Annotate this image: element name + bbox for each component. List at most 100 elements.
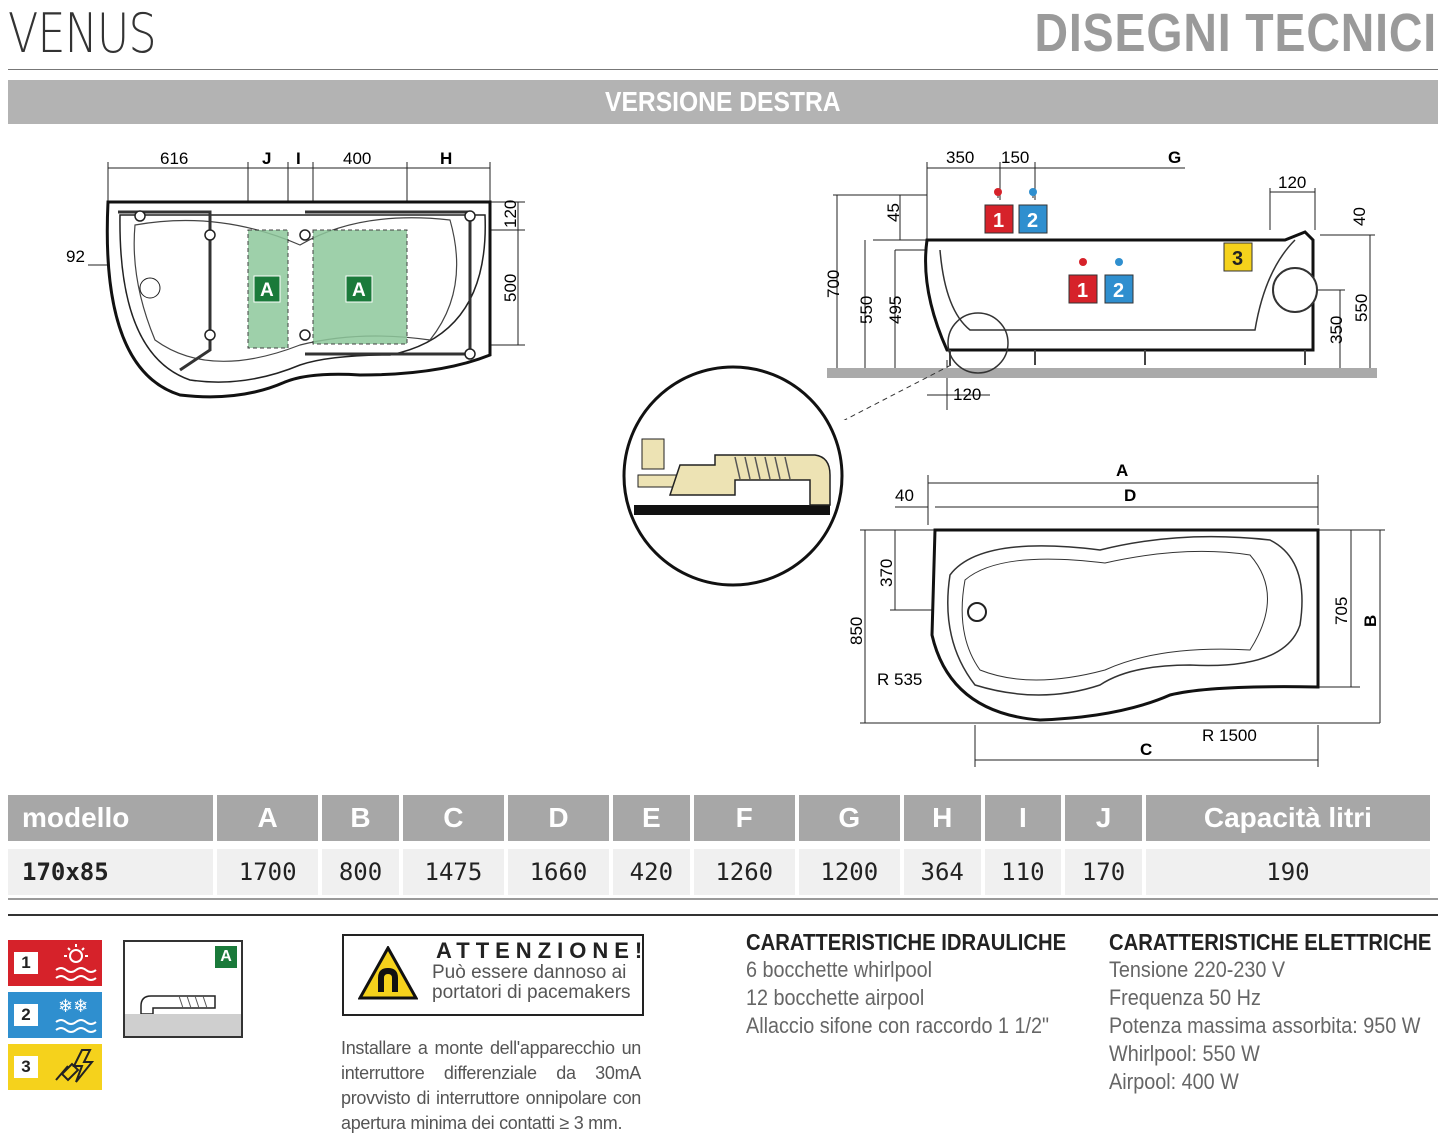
dim-92: 92: [66, 247, 85, 266]
dim-h: H: [440, 149, 452, 168]
marker-1-top: [984, 204, 1014, 234]
dim-616: 616: [160, 149, 188, 168]
cell-d: 1660: [507, 841, 610, 895]
dim-350: 350: [946, 148, 974, 167]
warning-subtitle: Può essere dannoso ai portatori di pacem…: [432, 962, 631, 1003]
cell-i: 110: [984, 841, 1062, 895]
hydraulic-title: CARATTERISTICHE IDRAULICHE: [746, 929, 1067, 955]
svg-text:1: 1: [1077, 280, 1088, 302]
cell-b: 800: [322, 841, 399, 895]
legend-electric: 3: [8, 1044, 102, 1090]
svg-text:❄❄: ❄❄: [58, 996, 88, 1016]
table-divider: [8, 898, 1438, 900]
electric-section: CARATTERISTICHE ELETTRICHE Tensione 220-…: [1109, 929, 1445, 1096]
dim-c: C: [1140, 740, 1152, 759]
electric-line-1: Tensione 220-230 V: [1109, 957, 1286, 982]
spec-table: modello A B C D E F G H I J Capacità lit…: [4, 795, 1434, 895]
marker-1-body: [1068, 274, 1098, 304]
dim-500: 500: [501, 274, 520, 302]
marker-2-top: [1018, 204, 1048, 234]
marker-2-body: [1104, 274, 1134, 304]
cell-f: 1260: [693, 841, 795, 895]
warning-magnet-icon: [358, 946, 418, 1000]
dim-r535: R 535: [877, 670, 922, 689]
electric-line-3: Potenza massima assorbita: 950 W: [1109, 1013, 1421, 1038]
hydraulic-line-3: Allaccio sifone con raccordo 1 1/2": [746, 1013, 1050, 1038]
version-band: VERSIONE DESTRA: [8, 80, 1438, 124]
hot-water-icon: [55, 944, 97, 981]
dim-120: 120: [501, 200, 520, 228]
legend-zone-box: A: [123, 940, 243, 1038]
cell-model: 170x85: [8, 841, 214, 895]
dim-850: 850: [847, 617, 866, 645]
section-divider: [8, 914, 1438, 916]
legend-cold-water: 2 ❄❄: [8, 992, 102, 1038]
col-d: D: [507, 795, 610, 841]
zone-a-label: A: [260, 280, 274, 301]
svg-text:2: 2: [1113, 280, 1124, 302]
version-label: VERSIONE DESTRA: [605, 86, 841, 117]
col-a: A: [217, 795, 319, 841]
dim-45: 45: [884, 203, 903, 222]
pipe-fitting-icon: [140, 995, 216, 1014]
dim-700: 700: [824, 270, 843, 298]
warning-title: ATTENZIONE!: [436, 938, 649, 963]
legend-zone-label: A: [215, 946, 237, 968]
dim-705: 705: [1332, 597, 1351, 625]
col-b: B: [322, 795, 399, 841]
cell-a: 1700: [217, 841, 319, 895]
side-view-drawing: 350 150 G 120 40 45 700 550 495 410 450 …: [824, 148, 1377, 420]
cell-e: 420: [613, 841, 690, 895]
cell-c: 1475: [402, 841, 504, 895]
dim-d: D: [1124, 486, 1136, 505]
dim-40: 40: [895, 486, 914, 505]
marker-3: [1223, 242, 1253, 272]
col-h: H: [903, 795, 981, 841]
model-title: VENUS: [8, 2, 157, 65]
cell-capacita: 190: [1145, 841, 1430, 895]
electric-line-2: Frequenza 50 Hz: [1109, 985, 1261, 1010]
legend-num-3: 3: [14, 1056, 38, 1078]
dim-b: B: [1361, 615, 1380, 627]
legend-num-1: 1: [14, 952, 38, 974]
svg-text:3: 3: [1232, 248, 1243, 270]
dim-400: 400: [343, 149, 371, 168]
electric-plug-icon: [55, 1049, 95, 1083]
top-view-drawing: 616 J I 400 H 92 120 500 A A: [66, 149, 525, 399]
dim-j: J: [262, 149, 271, 168]
electric-title: CARATTERISTICHE ELETTRICHE: [1109, 929, 1432, 955]
cold-water-icon: ❄❄: [55, 996, 97, 1033]
svg-text:1: 1: [993, 210, 1004, 232]
zone-a-label-2: A: [352, 280, 366, 301]
legend-num-2: 2: [14, 1004, 38, 1026]
svg-text:2: 2: [1027, 210, 1038, 232]
dim-120-top: 120: [1278, 173, 1306, 192]
col-c: C: [402, 795, 504, 841]
dim-550-left: 550: [857, 296, 876, 324]
table-row: 170x85 1700 800 1475 1660 420 1260 1200 …: [8, 841, 1430, 895]
dim-370: 370: [877, 559, 896, 587]
col-f: F: [693, 795, 795, 841]
legend-hot-water: 1: [8, 940, 102, 986]
col-modello: modello: [8, 795, 214, 841]
dim-r1500: R 1500: [1202, 726, 1257, 745]
header-divider: [8, 69, 1438, 70]
dim-550-right: 550: [1352, 294, 1371, 322]
plan-view-drawing: A D 40 370 850 520 E F 560 705 B R 535 R…: [847, 461, 1385, 767]
drain-detail-drawing: [622, 365, 844, 587]
dim-150: 150: [1001, 148, 1029, 167]
cell-g: 1200: [798, 841, 900, 895]
dim-i: I: [296, 149, 301, 168]
col-capacita: Capacità litri: [1145, 795, 1430, 841]
installation-note: Installare a monte dell'apparecchio un i…: [341, 1038, 641, 1133]
table-header-row: modello A B C D E F G H I J Capacità lit…: [8, 795, 1430, 841]
cell-h: 364: [903, 841, 981, 895]
electric-line-5: Airpool: 400 W: [1109, 1069, 1239, 1094]
hydraulic-section: CARATTERISTICHE IDRAULICHE 6 bocchette w…: [746, 929, 1110, 1040]
hydraulic-line-2: 12 bocchette airpool: [746, 985, 925, 1010]
dim-350-right: 350: [1327, 316, 1346, 344]
col-j: J: [1065, 795, 1142, 841]
dim-495: 495: [886, 296, 905, 324]
dim-g: G: [1168, 148, 1181, 167]
dim-120-bottom: 120: [953, 385, 981, 404]
